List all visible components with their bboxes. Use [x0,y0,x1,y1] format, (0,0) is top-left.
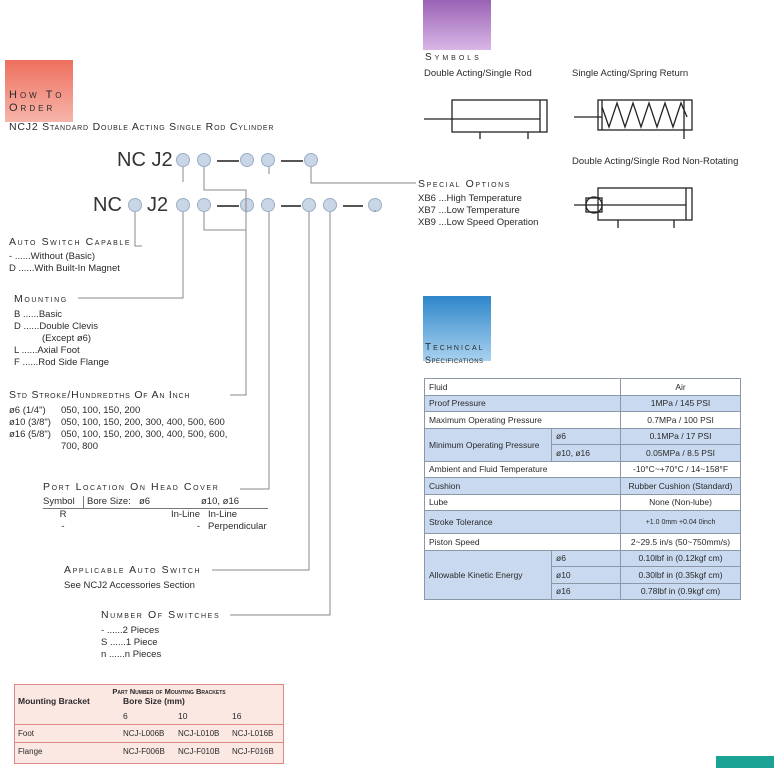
symbol-label: Double Acting/Single Rod Non-Rotating [572,156,739,167]
code-dash [217,160,239,162]
applicable-auto-switch-heading: Applicable Auto Switch [64,564,202,576]
bore-size-label: 16 [232,711,242,721]
number-of-switches-heading: Number Of Switches [101,609,221,621]
symbol-label: Double Acting/Single Rod [424,68,532,79]
list-item: D ......Double Clevis [14,321,98,332]
code-row-2-j2: J2 [147,194,169,216]
technical-color-block [423,296,491,361]
mounting-brackets-table: Part Number of Mounting Brackets Mountin… [14,684,284,764]
list-item: B ......Basic [14,309,63,320]
bore-size-label: 6 [123,711,128,721]
list-item: L ......Axial Foot [14,345,80,356]
brackets-col-bore: Bore Size (mm) [123,696,185,706]
list-item: XB9 ...Low Speed Operation [418,217,539,228]
table-row: Foot NCJ-L006B NCJ-L010B NCJ-L016B [15,725,283,743]
table-row: Ambient and Fluid Temperature-10°C~+70°C… [423,460,741,478]
code-row-2-prefix: NC [93,194,122,216]
how-to-order-color-block [5,60,73,122]
list-item: n ......n Pieces [101,649,162,660]
port-location-heading: Port Location On Head Cover [43,481,220,493]
code-slot [261,153,275,167]
mounting-heading: Mounting [14,293,68,305]
special-options-heading: Special Options [418,178,512,190]
list-item: ø6 (1/4")050, 100, 150, 200 [9,405,141,416]
list-item: 700, 800 [61,441,98,452]
double-acting-single-rod-symbol [424,99,548,139]
code-slot [176,198,190,212]
list-item: XB6 ...High Temperature [418,193,522,204]
double-acting-non-rotating-symbol [574,187,693,228]
list-item: - ......Without (Basic) [9,251,96,262]
code-slot [197,153,211,167]
code-slot [197,198,211,212]
auto-switch-capable-list: - ......Without (Basic) D ......With Bui… [9,251,120,275]
list-item: (Except ø6) [42,333,92,344]
bore-size-label: 10 [178,711,188,721]
code-slot [323,198,337,212]
stroke-table: ø6 (1/4")050, 100, 150, 200 ø10 (3/8")05… [9,405,227,453]
symbol-label: Single Acting/Spring Return [572,68,689,79]
list-item: F ......Rod Side Flange [14,357,110,368]
corner-color-block [716,756,774,768]
symbols-heading: Symbols [425,52,482,63]
code-slot [176,153,190,167]
list-item: D ......With Built-In Magnet [9,263,120,274]
special-options-list: XB6 ...High Temperature XB7 ...Low Tempe… [418,193,538,229]
table-row: Stroke Tolerance+1.0 0mm +0.04 0inch [423,510,741,534]
symbols-color-block [423,0,491,50]
brackets-col-mounting: Mounting Bracket [18,696,90,706]
code-slot [240,153,254,167]
list-item: ø16 (5/8")050, 100, 150, 200, 300, 400, … [9,429,228,440]
number-of-switches-list: - ......2 Pieces S ......1 Piece n .....… [101,625,161,661]
code-slot [304,153,318,167]
table-row: Flange NCJ-F006B NCJ-F010B NCJ-F016B [18,747,274,756]
brackets-title: Part Number of Mounting Brackets [112,687,226,696]
single-acting-spring-return-symbol [574,99,693,139]
applicable-auto-switch-text: See NCJ2 Accessories Section [64,580,195,591]
code-slot [128,198,142,212]
mounting-list: B ......Basic D ......Double Clevis (Exc… [14,309,109,369]
list-item: S ......1 Piece [101,637,158,648]
auto-switch-capable-heading: Auto Switch Capable [9,236,132,248]
list-item: XB7 ...Low Temperature [418,205,520,216]
code-dash [281,160,303,162]
code-dash [343,205,363,207]
code-dash [217,205,239,207]
code-row-1-prefix: NC J2 [117,149,173,171]
page-title: NCJ2 Standard Double Acting Single Rod C… [9,121,275,133]
code-dash [281,205,301,207]
stroke-heading: Std Stroke/Hundredths Of An Inch [9,389,191,401]
list-item: ø10 (3/8")050, 100, 150, 200, 300, 400, … [9,417,225,428]
code-slot [302,198,316,212]
table-row: --Perpendicular [61,521,267,532]
code-slot [261,198,275,212]
code-slot [240,198,254,212]
list-item: - ......2 Pieces [101,625,160,636]
